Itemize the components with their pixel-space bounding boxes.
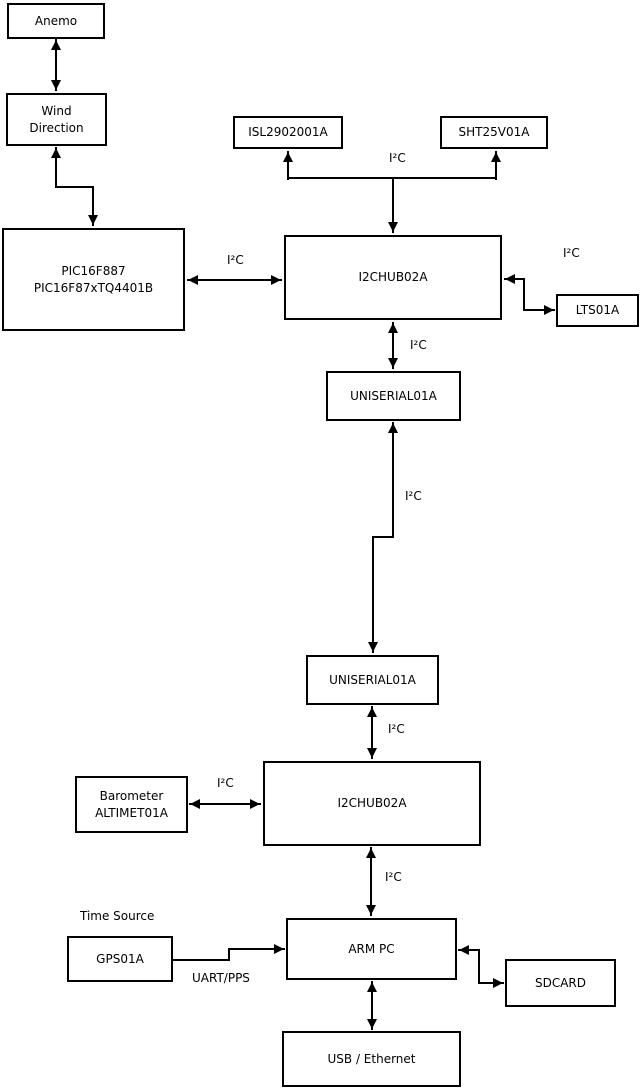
node-i2chub-bottom-label: I2CHUB02A	[337, 796, 407, 810]
node-wind-direction-label: Wind Direction	[29, 103, 84, 135]
edge-label-i2c-hub-armpc: I²C	[385, 870, 402, 884]
node-barometer: Barometer ALTIMET01A	[75, 776, 188, 833]
node-uniserial-top-label: UNISERIAL01A	[350, 388, 437, 403]
edge-label-i2c-hub-lts: I²C	[563, 246, 580, 260]
node-usb-ethernet: USB / Ethernet	[282, 1031, 461, 1087]
node-i2chub-top: I2CHUB02A	[284, 235, 502, 320]
edge-label-i2c-uniserial-hub-bottom: I²C	[388, 722, 405, 736]
node-pic: PIC16F887 PIC16F87xTQ4401B	[2, 228, 185, 331]
node-i2chub-bottom: I2CHUB02A	[263, 761, 481, 846]
node-i2chub-top-label: I2CHUB02A	[358, 270, 428, 284]
edge-label-i2c-pic-hub: I²C	[227, 253, 244, 267]
node-sdcard-label: SDCARD	[534, 975, 587, 990]
annotation-time-source: Time Source	[80, 909, 155, 923]
edge-gps-armpc	[172, 944, 285, 961]
node-pic-label: PIC16F887 PIC16F87xTQ4401B	[33, 263, 154, 295]
node-anemo: Anemo	[7, 3, 105, 39]
node-anemo-label: Anemo	[34, 13, 78, 28]
node-barometer-label: Barometer ALTIMET01A	[95, 788, 168, 820]
edge-armpc-sdcard	[458, 945, 504, 988]
edge-uniserial-top-uniserial-bottom	[368, 422, 398, 653]
node-uniserial-top: UNISERIAL01A	[326, 371, 461, 421]
edge-label-uart-pps: UART/PPS	[192, 971, 250, 985]
node-sht25v01a-label: SHT25V01A	[458, 125, 530, 139]
node-isl2902001a: ISL2902001A	[233, 116, 343, 149]
edge-label-i2c-sensor-bus: I²C	[389, 151, 406, 165]
node-uniserial-bottom-label: UNISERIAL01A	[329, 672, 416, 687]
node-sht25v01a: SHT25V01A	[440, 116, 548, 149]
node-sdcard: SDCARD	[505, 959, 616, 1007]
edge-label-i2c-uniserial-link: I²C	[405, 489, 422, 503]
node-arm-pc: ARM PC	[286, 918, 457, 980]
node-isl2902001a-label: ISL2902001A	[248, 125, 328, 139]
edge-label-i2c-barometer-hub: I²C	[217, 776, 234, 790]
node-wind-direction: Wind Direction	[6, 93, 107, 146]
node-gps01a-label: GPS01A	[96, 951, 144, 966]
node-usb-ethernet-label: USB / Ethernet	[327, 1051, 416, 1066]
edge-i2chub-top-lts	[504, 274, 555, 315]
node-gps01a: GPS01A	[67, 936, 173, 982]
node-lts01a: LTS01A	[556, 294, 639, 327]
edge-label-i2c-hub-uniserial-top: I²C	[410, 338, 427, 352]
edge-winddirection-pic	[51, 147, 98, 226]
node-uniserial-bottom: UNISERIAL01A	[306, 655, 439, 705]
node-arm-pc-label: ARM PC	[348, 941, 395, 956]
node-lts01a-label: LTS01A	[575, 303, 620, 317]
